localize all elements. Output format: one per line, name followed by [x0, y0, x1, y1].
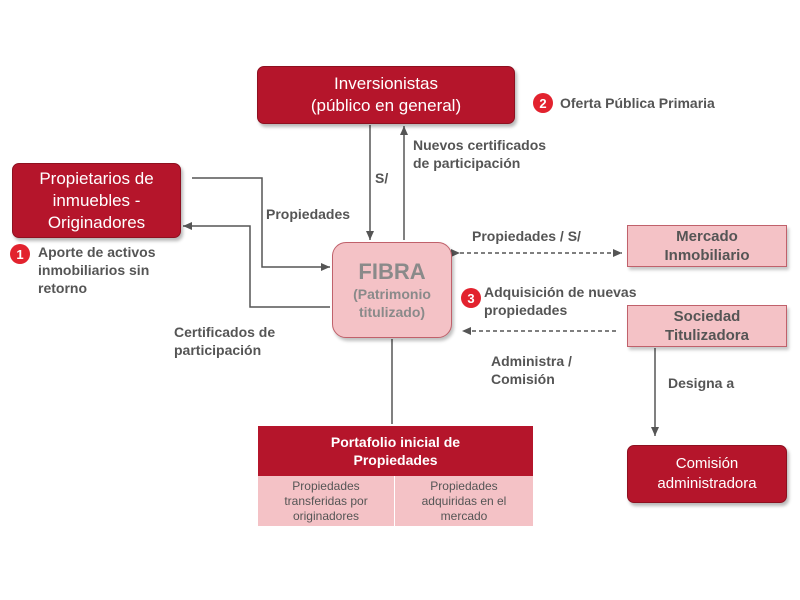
step-1-badge: 1	[10, 244, 30, 264]
portfolio-left-line1: Propiedades	[292, 478, 360, 493]
edge-label-new-certs: Nuevos certificados de participación	[413, 136, 546, 172]
portfolio-right-line1: Propiedades	[430, 478, 498, 493]
edge-label-certificados-line2: participación	[174, 342, 262, 358]
step-2-badge: 2	[533, 93, 553, 113]
step-3-line1: Adquisición de nuevas	[484, 284, 637, 300]
step-3-text: Adquisición de nuevas propiedades	[484, 283, 636, 319]
node-propietarios: Propietarios de inmuebles - Originadores	[12, 163, 181, 238]
node-inversionistas-line1: Inversionistas	[334, 74, 438, 93]
portfolio-cell-left: Propiedades transferidas por originadore…	[258, 476, 395, 526]
node-comision-line1: Comisión	[675, 455, 739, 472]
portfolio-header: Portafolio inicial de Propiedades	[258, 426, 533, 476]
step-3-line2: propiedades	[484, 302, 568, 318]
node-comision: Comisión administradora	[627, 445, 787, 503]
node-inversionistas-line2: (público en general)	[310, 96, 462, 115]
node-propietarios-line3: Originadores	[47, 212, 146, 232]
portfolio-right-line2: adquiridas en el	[421, 493, 507, 508]
arrow-certificados-to-owners	[183, 222, 330, 308]
edge-label-certificados-line1: Certificados de	[174, 324, 276, 340]
step-3-badge: 3	[461, 288, 481, 308]
node-fibra-sub-line1: (Patrimonio	[353, 286, 431, 302]
portfolio-title-line2: Propiedades	[353, 452, 438, 468]
node-mercado-line2: Inmobiliario	[664, 247, 750, 264]
portfolio-right-line3: mercado	[440, 508, 488, 523]
step-2-line1: Oferta Pública Primaria	[560, 95, 715, 111]
edge-label-administra: Administra / Comisión	[491, 352, 572, 388]
node-inversionistas: Inversionistas (público en general)	[257, 66, 515, 124]
node-fibra-title: FIBRA	[358, 259, 426, 284]
node-fibra-sub-line2: titulizado)	[358, 304, 426, 320]
node-sociedad-line1: Sociedad	[673, 308, 741, 325]
node-sociedad-line2: Titulizadora	[665, 327, 749, 344]
edge-label-propiedades: Propiedades	[266, 206, 351, 222]
arrow-propiedades-to-fibra	[192, 177, 330, 271]
step-1-line2: inmobiliarios sin	[38, 262, 150, 278]
edge-label-administra-line1: Administra /	[491, 353, 572, 369]
portfolio-title-line1: Portafolio inicial de	[330, 434, 461, 450]
step-1-line1: Aporte de activos	[38, 244, 156, 260]
portfolio-left-line2: transferidas por	[284, 493, 368, 508]
edge-label-new-certs-line2: de participación	[413, 155, 521, 171]
node-mercado: Mercado Inmobiliario	[627, 225, 787, 267]
edge-label-money: S/	[375, 170, 389, 186]
step-1-line3: retorno	[38, 280, 87, 296]
node-propietarios-line2: inmuebles -	[52, 190, 141, 210]
node-mercado-line1: Mercado	[676, 228, 738, 245]
node-fibra: FIBRA (Patrimonio titulizado)	[332, 242, 452, 338]
step-2-text: Oferta Pública Primaria	[560, 94, 715, 112]
edge-label-new-certs-line1: Nuevos certificados	[413, 137, 547, 153]
node-comision-line2: administradora	[657, 475, 757, 492]
edge-label-certificados: Certificados de participación	[174, 323, 275, 359]
edge-label-administra-line2: Comisión	[491, 371, 555, 387]
edge-label-prop-money: Propiedades / S/	[472, 228, 581, 244]
node-sociedad: Sociedad Titulizadora	[627, 305, 787, 347]
portfolio-cell-right: Propiedades adquiridas en el mercado	[395, 476, 533, 526]
step-1-text: Aporte de activos inmobiliarios sin reto…	[38, 243, 155, 297]
edge-label-designa: Designa a	[668, 375, 735, 391]
portfolio-left-line3: originadores	[292, 508, 360, 523]
node-propietarios-line1: Propietarios de	[39, 168, 154, 188]
